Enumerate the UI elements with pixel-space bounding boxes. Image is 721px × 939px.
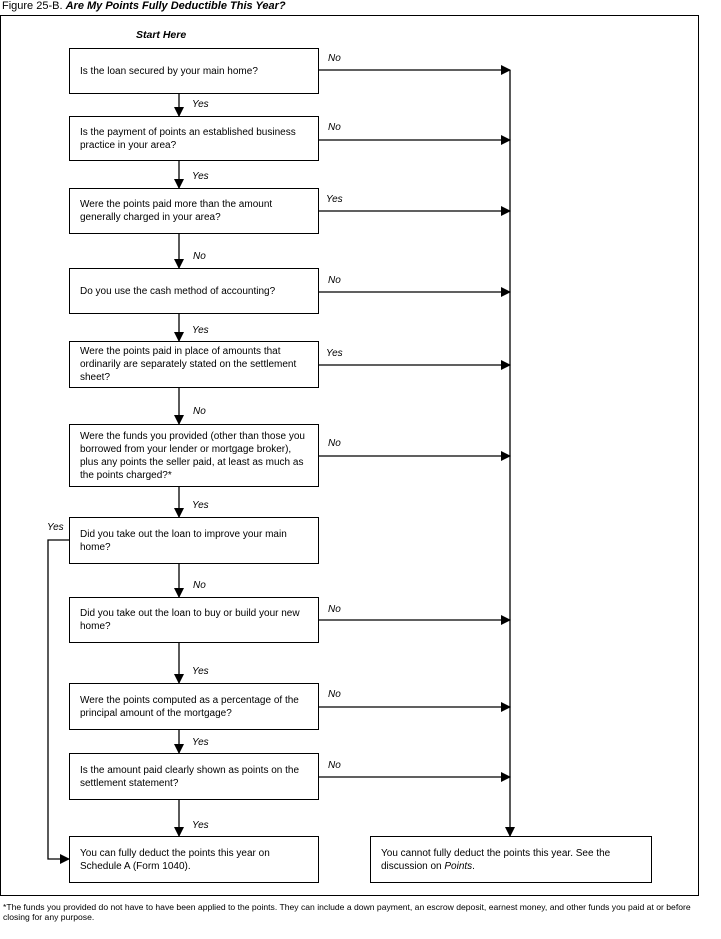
question-text-9: Were the points computed as a percentage… [80, 694, 299, 719]
continue-label-3: No [193, 251, 206, 262]
question-text-10: Is the amount paid clearly shown as poin… [80, 764, 300, 789]
question-box-6: Were the funds you provided (other than … [69, 424, 319, 487]
continue-label-9: Yes [192, 737, 209, 748]
question-box-1: Is the loan secured by your main home? [69, 48, 319, 94]
exit-label-4: No [328, 275, 341, 286]
exit-label-7: Yes [47, 522, 64, 533]
outcome-not-deductible-text: You cannot fully deduct the points this … [381, 847, 641, 873]
question-box-8: Did you take out the loan to buy or buil… [69, 597, 319, 643]
outcome-deductible-box: You can fully deduct the points this yea… [69, 836, 319, 883]
question-box-2: Is the payment of points an established … [69, 116, 319, 161]
question-text-2: Is the payment of points an established … [80, 126, 296, 151]
figure-number: Figure 25-B. [2, 0, 63, 12]
figure-title-text: Are My Points Fully Deductible This Year… [65, 0, 286, 12]
start-label: Start Here [136, 29, 187, 41]
question-text-8: Did you take out the loan to buy or buil… [80, 608, 300, 632]
exit-label-1: No [328, 53, 341, 64]
continue-label-10: Yes [192, 820, 209, 831]
question-box-9: Were the points computed as a percentage… [69, 683, 319, 730]
continue-label-8: Yes [192, 666, 209, 677]
exit-label-9: No [328, 689, 341, 700]
question-text-3: Were the points paid more than the amoun… [80, 199, 273, 223]
continue-label-6: Yes [192, 500, 209, 511]
question-box-10: Is the amount paid clearly shown as poin… [69, 753, 319, 800]
outcome-deductible-text: You can fully deduct the points this yea… [80, 847, 270, 872]
exit-label-10: No [328, 760, 341, 771]
yes-bypass-line [47, 539, 70, 864]
question-box-4: Do you use the cash method of accounting… [69, 268, 319, 314]
footnote: *The funds you provided do not have to h… [3, 902, 691, 922]
question-text-4: Do you use the cash method of accounting… [80, 285, 276, 297]
question-text-6: Were the funds you provided (other than … [80, 430, 305, 481]
continue-label-2: Yes [192, 171, 209, 182]
continue-label-4: Yes [192, 325, 209, 336]
question-text-5: Were the points paid in place of amounts… [80, 346, 297, 383]
figure-frame [0, 15, 699, 896]
outcome-not-deductible-box: You cannot fully deduct the points this … [370, 836, 652, 883]
figure-title: Figure 25-B. Are My Points Fully Deducti… [2, 0, 286, 12]
exit-label-5: Yes [326, 348, 343, 359]
continue-label-7: No [193, 580, 206, 591]
question-box-5: Were the points paid in place of amounts… [69, 341, 319, 388]
exit-label-8: No [328, 604, 341, 615]
question-text-1: Is the loan secured by your main home? [80, 65, 258, 77]
outcome-not-deductible-suffix: . [472, 860, 475, 872]
exit-label-3: Yes [326, 194, 343, 205]
points-reference: Points [444, 860, 473, 872]
question-box-3: Were the points paid more than the amoun… [69, 188, 319, 234]
question-text-7: Did you take out the loan to improve you… [80, 528, 287, 553]
exit-label-2: No [328, 122, 341, 133]
question-box-7: Did you take out the loan to improve you… [69, 517, 319, 564]
exit-label-6: No [328, 438, 341, 449]
continue-label-1: Yes [192, 99, 209, 110]
outcome-not-deductible-prefix: You cannot fully deduct the points this … [381, 847, 611, 872]
continue-label-5: No [193, 406, 206, 417]
